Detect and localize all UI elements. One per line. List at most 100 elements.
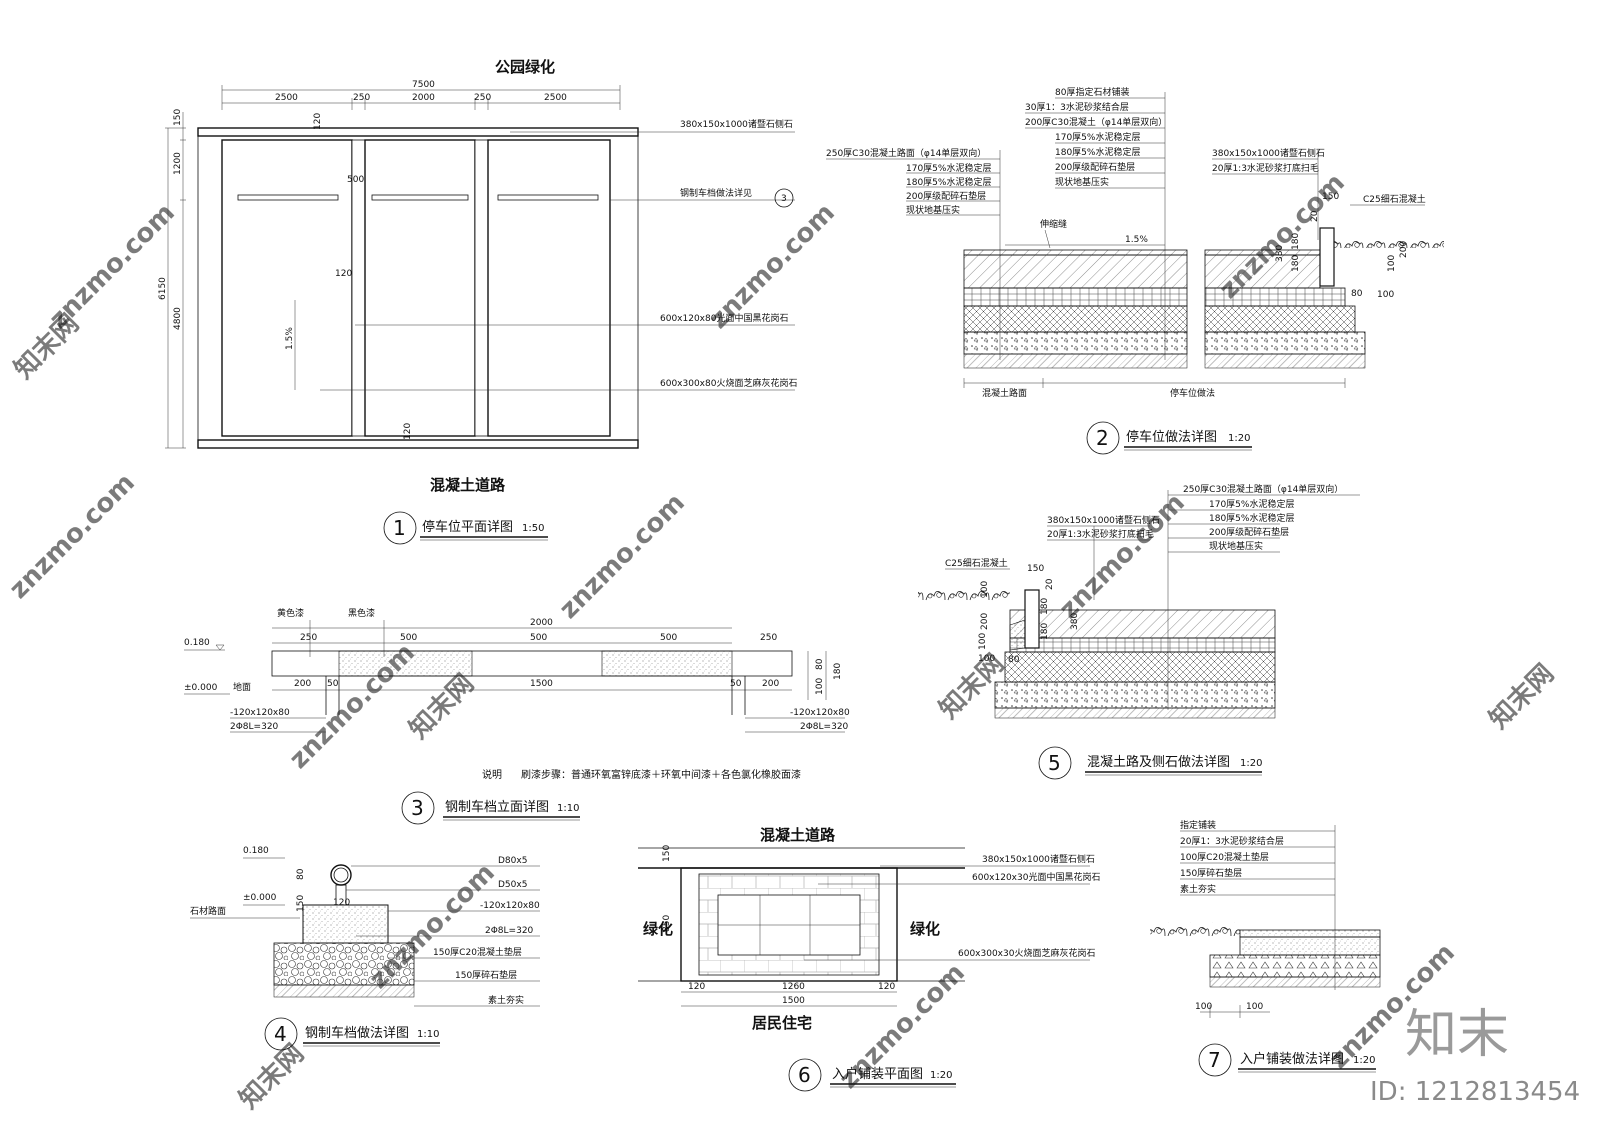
dim: 180	[1291, 233, 1301, 250]
watermark-text: 知末网	[9, 309, 85, 385]
dim-bottom: 200	[294, 679, 311, 689]
concrete-footing	[302, 904, 389, 944]
caption-title: 钢制车档立面详图	[445, 799, 549, 815]
layer-label: 200厚级配碎石垫层	[1209, 526, 1289, 538]
dim-top: 250	[353, 93, 370, 103]
dim-120: 120	[313, 113, 323, 130]
label: 素土夯实	[488, 994, 524, 1006]
caption-number: 1	[393, 516, 406, 540]
parking-method-label: 停车位做法	[1170, 387, 1215, 399]
caption-title: 停车位平面详图	[422, 519, 513, 535]
caption-circle	[264, 1017, 298, 1051]
gravel-bed	[273, 942, 415, 986]
callout-curb: 380x150x1000诸暨石侧石	[982, 853, 1095, 865]
dim: 100	[978, 633, 988, 650]
caption-circle	[788, 1058, 822, 1092]
caption-title: 混凝土路及侧石做法详图	[1087, 754, 1230, 770]
wheel-stop-body	[271, 650, 793, 677]
dim-top: 250	[474, 93, 491, 103]
label: 2Φ8L=320	[485, 926, 534, 936]
dim-top: 2000	[412, 93, 435, 103]
level-top: 0.180	[184, 638, 210, 648]
bolt-label: 2Φ8L=320	[230, 722, 279, 732]
drawing-3-wheel-stop-elevation: 黄色漆 黑色漆 2000 250 500 500 500 250 0.180 8…	[184, 607, 850, 825]
layer-labels-right: 380x150x1000诸暨石侧石 20厚1:3水泥砂浆打底扫毛 C25细石混凝…	[1212, 147, 1426, 240]
dim: 150	[296, 895, 306, 912]
wheel-stop	[237, 194, 599, 201]
slope-label: 1.5%	[1125, 235, 1148, 245]
layer-label: 380x150x1000诸暨石侧石	[1212, 147, 1325, 159]
dim: 180	[1040, 598, 1050, 615]
caption-number: 3	[411, 796, 424, 820]
greening-left-label: 绿化	[643, 920, 673, 938]
caption-circle	[1086, 421, 1120, 455]
caption-number: 2	[1096, 426, 1109, 450]
dim-500: 500	[347, 175, 364, 185]
dim: 20	[1045, 578, 1055, 590]
layer-label: 200厚C30混凝土（φ14单层双向）	[1025, 116, 1167, 128]
dim: 100	[1377, 290, 1394, 300]
painting-note: 刷漆步骤：普通环氧富锌底漆＋环氧中间漆＋各色氯化橡胶面漆	[521, 768, 801, 781]
layer-label: 170厚5%水泥稳定层	[906, 162, 991, 174]
section-labels: D80x5 D50x5 -120x120x80 2Φ8L=320 150厚C20…	[346, 856, 540, 1007]
layer-labels-left: 250厚C30混凝土路面（φ14单层双向） 170厚5%水泥稳定层 180厚5%…	[826, 147, 1001, 360]
curb-bottom	[197, 439, 639, 449]
caption-number: 6	[798, 1063, 811, 1087]
dim-right: 80	[815, 658, 825, 670]
dim: 80	[1351, 289, 1363, 299]
slope-label: 1.5%	[285, 327, 295, 350]
dim-total: 7500	[412, 80, 435, 90]
dim-bottom: 50	[730, 679, 742, 689]
layer-label: 指定铺装	[1180, 819, 1216, 831]
joint-label: 伸缩缝	[1040, 218, 1067, 230]
layer-label: 380x150x1000诸暨石侧石	[1047, 514, 1160, 526]
label: -120x120x80	[480, 901, 540, 911]
layer-label: 20厚1:3水泥砂浆打底扫毛	[1212, 162, 1319, 174]
caption-circle	[1198, 1043, 1232, 1077]
dim: 380	[1070, 613, 1080, 630]
caption-scale: 1:20	[1353, 1055, 1375, 1066]
level-zero: ±0.000	[243, 893, 277, 903]
caption-circle	[1038, 746, 1072, 780]
caption-number: 5	[1048, 751, 1061, 775]
plate-label: -120x120x80	[230, 708, 290, 718]
layer-labels: 250厚C30混凝土路面（φ14单层双向） 170厚5%水泥稳定层 180厚5%…	[945, 483, 1360, 710]
dim-top: 500	[660, 633, 677, 643]
dim-bottom: 200	[762, 679, 779, 689]
section-body	[994, 589, 1276, 719]
black-paint-band	[601, 650, 733, 677]
dim-total: 2000	[530, 618, 553, 628]
callout-black-granite: 600x120x30光面中国黑花岗石	[972, 871, 1100, 883]
layer-label: 170厚5%水泥稳定层	[1209, 498, 1294, 510]
label: D50x5	[498, 880, 527, 890]
caption-scale: 1:10	[557, 803, 579, 814]
note-label: 说明	[482, 768, 502, 781]
caption-number: 4	[274, 1022, 287, 1046]
dim-120: 120	[403, 423, 413, 440]
callout-grey-granite: 600x300x80火烧面芝麻灰花岗石	[660, 377, 797, 389]
layer-label: 170厚5%水泥稳定层	[1055, 131, 1140, 143]
caption-scale: 1:20	[930, 1070, 952, 1081]
watermark-text: 知末网	[404, 669, 480, 745]
dim-bottom: 120	[688, 982, 705, 992]
layer-label: 150厚碎石垫层	[1180, 867, 1242, 879]
dim-top: 2500	[275, 93, 298, 103]
dim: 150	[1322, 192, 1339, 202]
dim-left: 150	[173, 109, 183, 126]
greening-right-label: 绿化	[910, 920, 940, 938]
concrete-road-label: 混凝土道路	[430, 476, 506, 494]
caption-title: 钢制车档做法详图	[305, 1025, 409, 1041]
black-paint-label: 黑色漆	[348, 607, 375, 619]
drawing-6-entrance-plan: 混凝土道路 绿化 绿化 850 150 120 1260 120 1500 居民…	[638, 826, 1100, 1092]
level-top: 0.180	[243, 846, 269, 856]
caption-circle	[401, 791, 435, 825]
layer-label: 现状地基压实	[906, 204, 960, 216]
dim-120: 120	[335, 269, 352, 279]
dim-top: 500	[400, 633, 417, 643]
caption-title: 入户铺装平面图	[832, 1066, 923, 1082]
dim: 200	[1399, 241, 1409, 258]
dim-left: 150	[662, 845, 672, 862]
dim-bottom: 120	[878, 982, 895, 992]
layer-label: 80厚指定石材铺装	[1055, 86, 1129, 98]
dim: 80	[1008, 655, 1020, 665]
